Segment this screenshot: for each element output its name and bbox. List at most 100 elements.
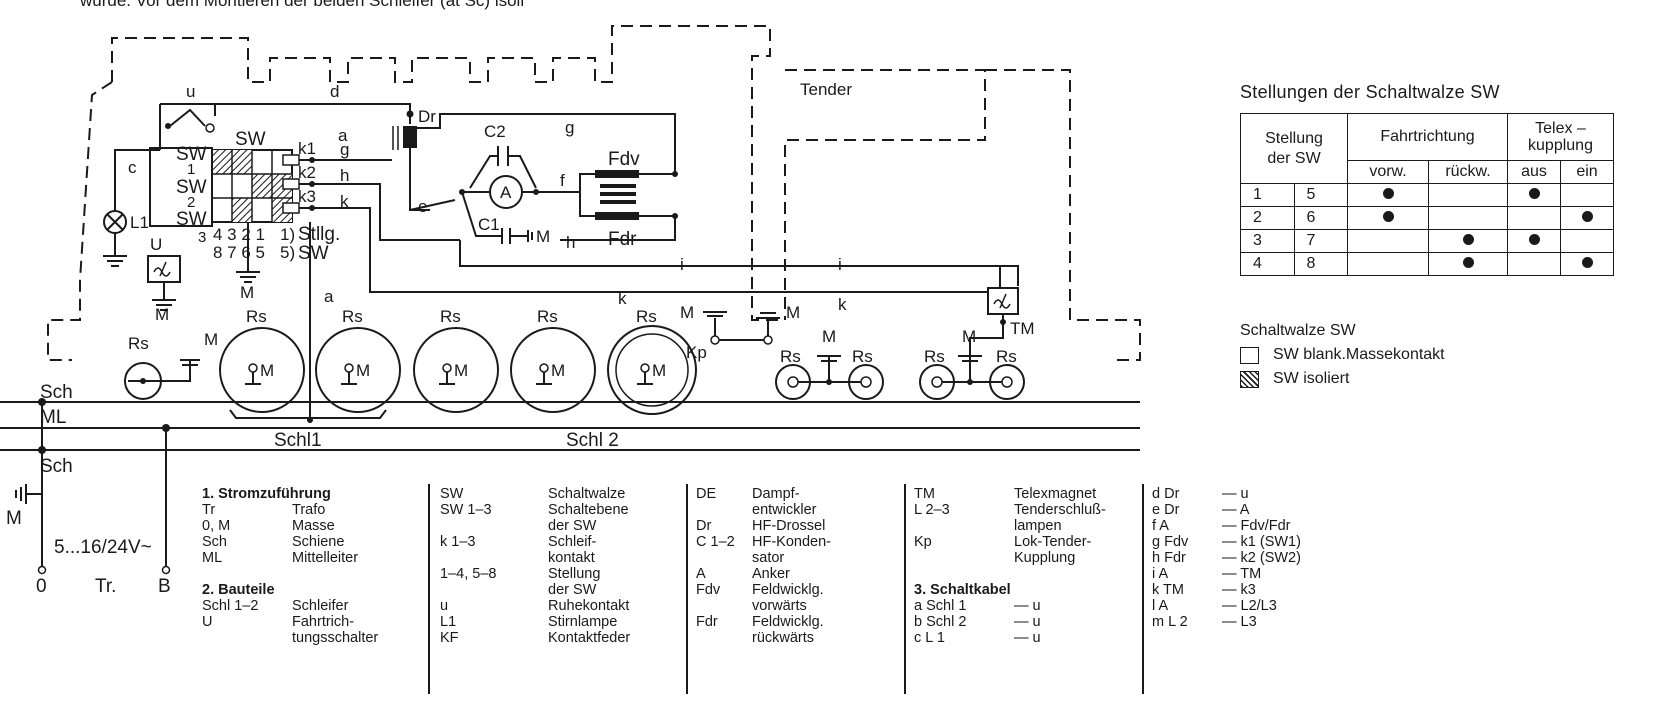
- legend-key: C 1–2: [696, 534, 735, 550]
- label-dr: Dr: [418, 107, 436, 126]
- legend-key: Kp: [914, 534, 932, 550]
- label-m-kp2: M: [786, 303, 800, 322]
- label-stllg-sw: SW: [298, 243, 329, 264]
- legend-key: 1–4, 5–8: [440, 566, 497, 582]
- position-table: Stellung der SW Fahrtrichtung Telex – ku…: [1240, 113, 1614, 276]
- position-number: 7: [1293, 229, 1348, 253]
- legend-key: TM: [914, 486, 935, 502]
- legend-entry: i A— TM: [1152, 566, 1322, 582]
- legend-entry: der SW: [440, 582, 680, 598]
- legend-value: rückwärts: [752, 630, 815, 646]
- position-number: 2: [1240, 206, 1295, 230]
- filled-dot-icon: [1528, 188, 1540, 199]
- sw-legend-isoliert: SW isoliert: [1273, 370, 1350, 387]
- legend-entry: a Schl 1— u: [914, 598, 1134, 614]
- legend-value: Trafo: [292, 502, 326, 518]
- header-fahrtrichtung: Fahrtrichtung: [1347, 113, 1508, 161]
- label-rs-4: Rs: [440, 307, 461, 326]
- legend-key: [440, 518, 548, 534]
- legend-entry: C 1–2 HF-Konden-: [696, 534, 896, 550]
- header-telex: Telex –: [1535, 120, 1586, 137]
- label-sw3-num: 3: [198, 229, 206, 246]
- svg-text:M: M: [551, 361, 565, 380]
- tender-outline: [784, 69, 1141, 361]
- legend-key: d Dr: [1152, 486, 1180, 502]
- pickup-schl1: [229, 409, 387, 419]
- legend-key: [914, 566, 1014, 582]
- legend-key: i A: [1152, 566, 1169, 582]
- legend-key: l A: [1152, 598, 1169, 614]
- legend-entry: lampen: [914, 518, 1134, 534]
- legend-entry: e Dr— A: [1152, 502, 1322, 518]
- legend-value: der SW: [548, 518, 597, 534]
- legend-key: KF: [440, 630, 459, 646]
- sw-legend-blank: SW blank.Massekontakt: [1273, 346, 1445, 363]
- field-winding-fdv: [595, 170, 639, 204]
- legend-key: SW: [440, 486, 464, 502]
- label-h: h: [340, 166, 349, 185]
- position-cell-aus: [1507, 229, 1561, 253]
- label-m-kp1: M: [680, 303, 694, 322]
- legend-key: [202, 566, 292, 582]
- legend-key: L 2–3: [914, 502, 950, 518]
- legend-value: [1011, 582, 1134, 598]
- position-cell-aus: [1507, 252, 1561, 276]
- legend-key: [202, 630, 292, 646]
- legend-entry: g Fdv— k1 (SW1): [1152, 534, 1322, 550]
- label-rs-2: Rs: [246, 307, 267, 326]
- label-sw: SW: [235, 129, 266, 150]
- header-rueckw: rückw.: [1428, 160, 1508, 184]
- position-number: 5: [1293, 183, 1348, 207]
- legend-value: sator: [752, 550, 785, 566]
- label-l1: L1: [130, 213, 149, 232]
- legend-entry: 2. Bauteile: [202, 582, 412, 598]
- legend-key: Tr: [202, 502, 216, 518]
- legend-value: — A: [1222, 502, 1250, 518]
- loco-outline: [47, 25, 785, 361]
- label-sw2: SW: [176, 177, 207, 198]
- legend-heading: 2. Bauteile: [202, 582, 275, 598]
- top-text: wurde. Vor dem Montieren der beiden Schl…: [79, 0, 524, 10]
- legend-entry: [202, 566, 412, 582]
- legend-value: Anker: [752, 566, 790, 582]
- legend-key: U: [202, 614, 213, 630]
- label-m-cap: M: [536, 227, 550, 246]
- label-schl2: Schl 2: [566, 430, 619, 451]
- label-f: f: [560, 171, 565, 190]
- label-voltage: 5...16/24V~: [54, 537, 152, 558]
- legend-entry: 1. Stromzuführung: [202, 486, 412, 502]
- legend-entry: d Dr— u: [1152, 486, 1322, 502]
- legend-entry: kontakt: [440, 550, 680, 566]
- label-stllg: Stllg.: [298, 224, 340, 245]
- legend-key: Schl 1–2: [202, 598, 259, 614]
- legend-value: HF-Konden-: [752, 534, 831, 550]
- position-number: 6: [1293, 206, 1348, 230]
- svg-text:M: M: [356, 361, 370, 380]
- legend-entry: 3. Schaltkabel: [914, 582, 1134, 598]
- legend-key: A: [696, 566, 706, 582]
- legend-key: [696, 598, 752, 614]
- legend-key: f A: [1152, 518, 1169, 534]
- legend-value: Stellung: [548, 566, 601, 582]
- label-rs-t2: Rs: [852, 347, 873, 366]
- legend-key: a Schl 1: [914, 598, 967, 614]
- legend-entry: l A— L2/L3: [1152, 598, 1322, 614]
- label-i: i: [680, 255, 684, 274]
- header-ein: ein: [1560, 160, 1614, 184]
- legend-value: Schleif-: [548, 534, 597, 550]
- position-cell-ein: [1560, 183, 1614, 207]
- filled-dot-icon: [1581, 211, 1593, 222]
- position-number: 8: [1293, 252, 1348, 276]
